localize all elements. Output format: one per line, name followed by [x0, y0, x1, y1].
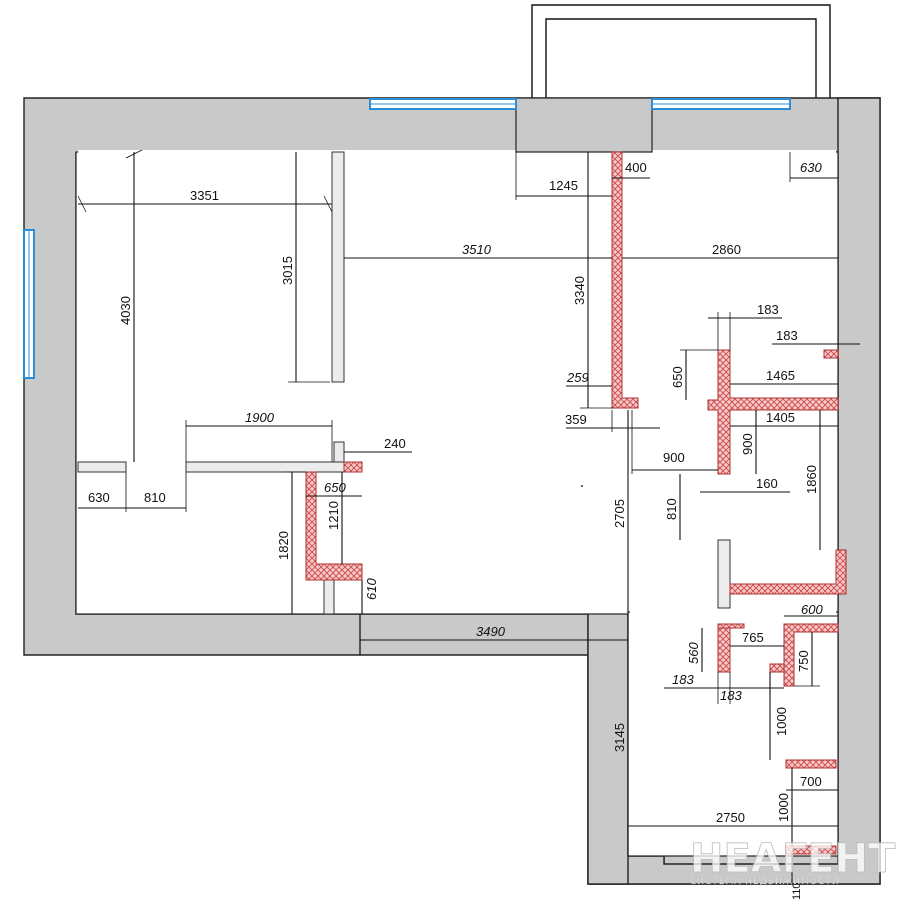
dim-label: 1210 [326, 501, 341, 530]
room-interior [75, 151, 839, 615]
partition-vertical-top [331, 151, 345, 383]
dim-label: 560 [686, 642, 701, 664]
dim-label: 2705 [612, 499, 627, 528]
center-mark [581, 485, 583, 487]
dim-label: 630 [800, 160, 822, 175]
window-left [23, 229, 35, 379]
dim-label: 3490 [476, 624, 506, 639]
room-gap [78, 150, 836, 154]
dim-label: 1000 [774, 707, 789, 736]
dim-label: 1245 [549, 178, 578, 193]
dim-label: 600 [801, 602, 823, 617]
window-top-right [651, 98, 791, 110]
partition-middle-horizontal [185, 461, 345, 473]
dim-label: 1900 [245, 410, 275, 425]
dim-label: 630 [88, 490, 110, 505]
dim-label: 3145 [612, 723, 627, 752]
dim-label: 1860 [804, 465, 819, 494]
dim-label: 750 [796, 650, 811, 672]
dim-label: 900 [663, 450, 685, 465]
partition-right-post [717, 539, 731, 609]
balcony [531, 4, 831, 98]
partition-left-stub [77, 461, 127, 473]
dim-label: 240 [384, 436, 406, 451]
dim-label: 2750 [716, 810, 745, 825]
outer-wall-bottom-right [587, 611, 629, 885]
window-top-left [369, 98, 517, 110]
dim-label: 900 [740, 433, 755, 455]
dim-label: 183 [776, 328, 798, 343]
dim-label: 650 [670, 366, 685, 388]
dim-label: 700 [800, 774, 822, 789]
dim-label: 810 [664, 498, 679, 520]
watermark-tagline: СИСТЕМА НЕДВИЖИМОСТИ [690, 877, 839, 887]
partition-bottom-post [323, 579, 335, 615]
dim-label: 359 [565, 412, 587, 427]
dim-label: 259 [566, 370, 589, 385]
corridor-interior [627, 611, 839, 857]
watermark-brand: НЕАГЕНТ [690, 836, 896, 882]
dim-label: 3510 [462, 242, 492, 257]
dim-label: 110 [791, 882, 803, 900]
dim-label: 3340 [572, 276, 587, 305]
dim-label: 1820 [276, 531, 291, 560]
dim-label: 183 [720, 688, 742, 703]
dim-label: 183 [757, 302, 779, 317]
dim-label: 2860 [712, 242, 741, 257]
dim-label: 650 [324, 480, 346, 495]
dim-label: 1405 [766, 410, 795, 425]
dim-label: 765 [742, 630, 764, 645]
dim-label: 400 [625, 160, 647, 175]
dim-label: 183 [672, 672, 694, 687]
dim-label: 4030 [118, 296, 133, 325]
watermark-logo: НЕАГЕНТ СИСТЕМА НЕДВИЖИМОСТИ [690, 836, 897, 888]
dim-label: 1465 [766, 368, 795, 383]
dim-label: 160 [756, 476, 778, 491]
dimension-labels: 3351 4030 3015 3510 1245 400 630 2860 33… [88, 160, 823, 900]
dimension-lines [77, 149, 860, 884]
dim-label: 3015 [280, 256, 295, 285]
dim-label: 3351 [190, 188, 219, 203]
partition-small-post [333, 441, 345, 463]
dim-label: 810 [144, 490, 166, 505]
new-partitions [305, 151, 847, 855]
dim-label: 610 [364, 578, 379, 600]
corridor-gap [630, 610, 836, 616]
dim-label: 1000 [776, 793, 791, 822]
balcony-opening [515, 97, 653, 153]
